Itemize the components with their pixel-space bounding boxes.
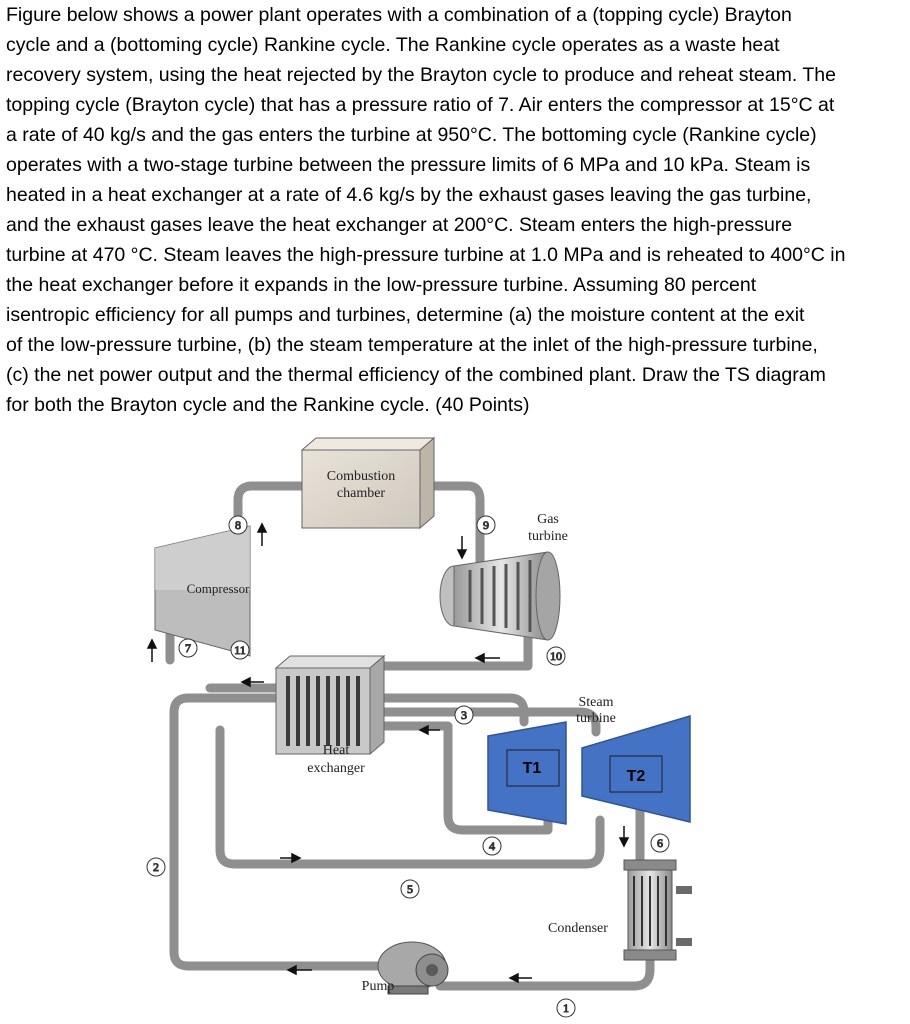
state-point-6: 6 (650, 833, 670, 853)
compressor-label: Compressor (187, 581, 251, 596)
compressor: Compressor (154, 525, 251, 657)
pipe-1 (435, 945, 655, 991)
state-point-2: 2 (146, 857, 166, 877)
gas-turbine: Gas turbine (439, 512, 568, 641)
pipe-4 (379, 721, 553, 835)
flow-arrows (146, 522, 630, 984)
arrow-1 (508, 972, 532, 984)
pipe-8 (233, 481, 307, 593)
svg-text:7: 7 (185, 641, 191, 655)
heat-exchanger-label-2: exchanger (307, 761, 365, 776)
svg-text:3: 3 (461, 708, 467, 722)
svg-text:2: 2 (153, 860, 159, 874)
state-point-1: 1 (556, 998, 576, 1018)
state-point-11: 11 (230, 640, 250, 660)
arrow-pump-out (286, 964, 312, 976)
arrow-11 (240, 676, 264, 688)
steam-turbine-label-1: Steam (579, 695, 614, 710)
svg-text:8: 8 (235, 518, 241, 532)
steam-turbine: Steam turbine T1 T2 (487, 695, 691, 825)
state-point-4: 4 (482, 836, 502, 856)
condenser-label: Condenser (548, 921, 608, 936)
svg-text:1: 1 (563, 1001, 569, 1015)
arrow-8 (256, 522, 268, 546)
combustion-chamber-label-1: Combustion (327, 469, 395, 484)
svg-text:11: 11 (234, 643, 246, 657)
state-point-9: 9 (476, 515, 496, 535)
arrow-3 (418, 724, 440, 736)
heat-exchanger: Heat exchanger (274, 654, 386, 776)
svg-text:6: 6 (657, 836, 663, 850)
state-points: 1 2 3 4 5 6 7 8 9 10 11 (146, 515, 670, 1018)
t1-label: T1 (523, 760, 542, 777)
arrow-7 (146, 638, 158, 662)
pump-label: Pump (362, 979, 395, 994)
state-point-3: 3 (454, 705, 474, 725)
t2-label: T2 (627, 768, 646, 785)
problem-text: Figure below shows a power plant operate… (6, 4, 846, 416)
arrow-5 (280, 852, 302, 864)
gas-turbine-label-2: turbine (528, 529, 568, 544)
heat-exchanger-label-1: Heat (323, 743, 350, 758)
pipe-reheat (379, 707, 601, 737)
pipe-9 (427, 481, 485, 567)
pump: Pump (362, 941, 449, 995)
state-point-7: 7 (178, 638, 198, 658)
svg-text:4: 4 (489, 839, 495, 853)
condenser: Condenser (548, 859, 692, 961)
arrow-6 (618, 826, 630, 848)
state-point-10: 10 (546, 646, 566, 666)
svg-text:9: 9 (483, 518, 489, 532)
combined-cycle-diagram: Combustion chamber Compressor Gas turbin… (146, 436, 692, 1018)
problem-statement: Figure below shows a power plant operate… (6, 0, 906, 420)
combustion-chamber: Combustion chamber (300, 436, 436, 530)
svg-text:10: 10 (550, 649, 562, 663)
combustion-chamber-label-2: chamber (337, 486, 386, 501)
steam-turbine-label-2: turbine (576, 711, 616, 726)
gas-turbine-label-1: Gas (537, 512, 559, 527)
state-point-5: 5 (400, 879, 420, 899)
pipe-10 (379, 625, 533, 671)
state-point-8: 8 (228, 515, 248, 535)
pipe-2 (169, 693, 385, 971)
arrow-10 (474, 652, 500, 664)
arrow-9 (456, 536, 468, 560)
pipes (165, 481, 655, 991)
pipe-5 (215, 725, 605, 869)
svg-text:5: 5 (407, 882, 413, 896)
